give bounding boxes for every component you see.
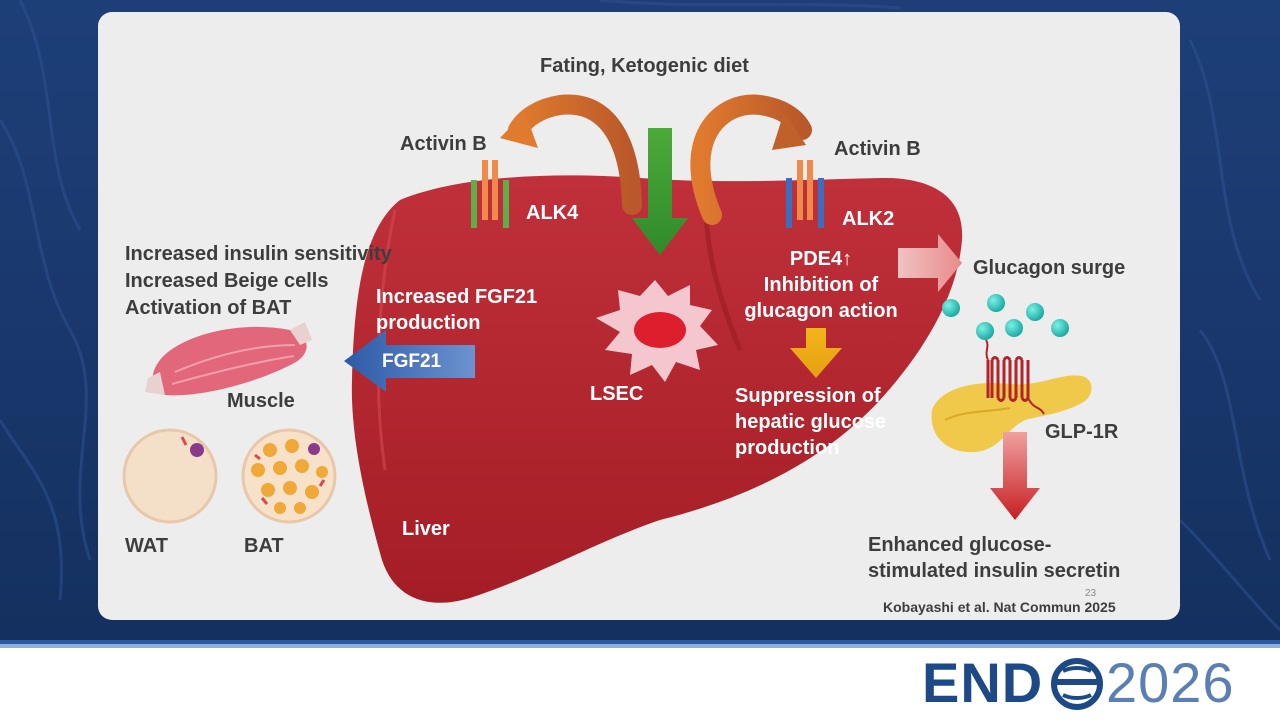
logo-end-text: END: [922, 651, 1044, 714]
effects-list: Increased insulin sensitivity Increased …: [125, 241, 392, 322]
pde4-line-2: Inhibition of: [763, 274, 879, 296]
alk4-label: ALK4: [526, 202, 579, 224]
effect-insulin-sensitivity: Increased insulin sensitivity: [125, 243, 392, 265]
red-arrow-down: [990, 432, 1040, 520]
activin-b-right-label: Activin B: [834, 138, 921, 160]
green-arrow-down: [632, 128, 688, 255]
suppression-line-3: production: [735, 437, 840, 459]
effect-bat-activation: Activation of BAT: [125, 297, 292, 319]
fgf21-arrow[interactable]: [344, 330, 475, 392]
pde4-label: PDE4↑ Inhibition of glucagon action: [735, 246, 907, 324]
liver-shape: [351, 175, 963, 603]
alk2-receptor-icon: [786, 160, 824, 228]
glp1r-receptor-icon: [985, 339, 1045, 415]
liver-label: Liver: [402, 518, 450, 540]
bat-label: BAT: [244, 535, 284, 557]
pink-arrow-right: [898, 234, 962, 292]
lsec-label: LSEC: [590, 383, 644, 405]
alk4-receptor-icon: [471, 160, 509, 228]
fgf21-arrow-label: FGF21: [382, 351, 442, 372]
pde4-line-3: glucagon action: [744, 300, 898, 322]
logo-year-text: 2026: [1106, 651, 1235, 714]
glucagon-molecules-icon: [942, 294, 1069, 340]
suppression-line-1: Suppression of: [735, 385, 881, 407]
activin-b-left-label: Activin B: [400, 133, 487, 155]
citation: Kobayashi et al. Nat Commun 2025: [883, 599, 1116, 615]
slide-number: 23: [1085, 588, 1097, 599]
pde4-line-1: PDE4↑: [789, 248, 853, 270]
footer-band-light: [0, 644, 1280, 648]
enhanced-secretion-label: Enhanced glucose- stimulated insulin sec…: [868, 532, 1120, 584]
glp1r-label: GLP-1R: [1045, 421, 1119, 443]
footer-band-dark: [0, 640, 1280, 644]
enhanced-line-1: Enhanced glucose-: [868, 534, 1052, 556]
glucagon-surge-label: Glucagon surge: [973, 257, 1126, 279]
alk2-label: ALK2: [842, 208, 895, 230]
enhanced-line-2: stimulated insulin secretin: [868, 560, 1121, 582]
effect-beige-cells: Increased Beige cells: [125, 270, 329, 292]
globe-icon: [1051, 658, 1103, 710]
yellow-arrow-down: [790, 328, 842, 378]
muscle-label: Muscle: [227, 390, 295, 412]
bat-cell-icon: [241, 428, 337, 524]
wat-cell-icon: [122, 428, 218, 524]
diagram-title: Fating, Ketogenic diet: [540, 55, 749, 77]
curved-arrow-right: [690, 94, 812, 225]
suppression-label: Suppression of hepatic glucose productio…: [735, 383, 886, 461]
muscle-icon: [145, 322, 312, 396]
suppression-line-2: hepatic glucose: [735, 411, 887, 433]
pancreas-icon: [931, 375, 1092, 453]
curved-arrow-left: [500, 94, 642, 215]
endo-2026-logo: END 2026: [918, 652, 1268, 714]
fgf21-production-line-1: Increased FGF21: [376, 286, 538, 308]
fgf21-production-label: Increased FGF21 production: [376, 284, 537, 336]
wat-label: WAT: [125, 535, 168, 557]
fgf21-production-line-2: production: [376, 312, 481, 334]
lsec-cell-icon: [596, 280, 718, 382]
